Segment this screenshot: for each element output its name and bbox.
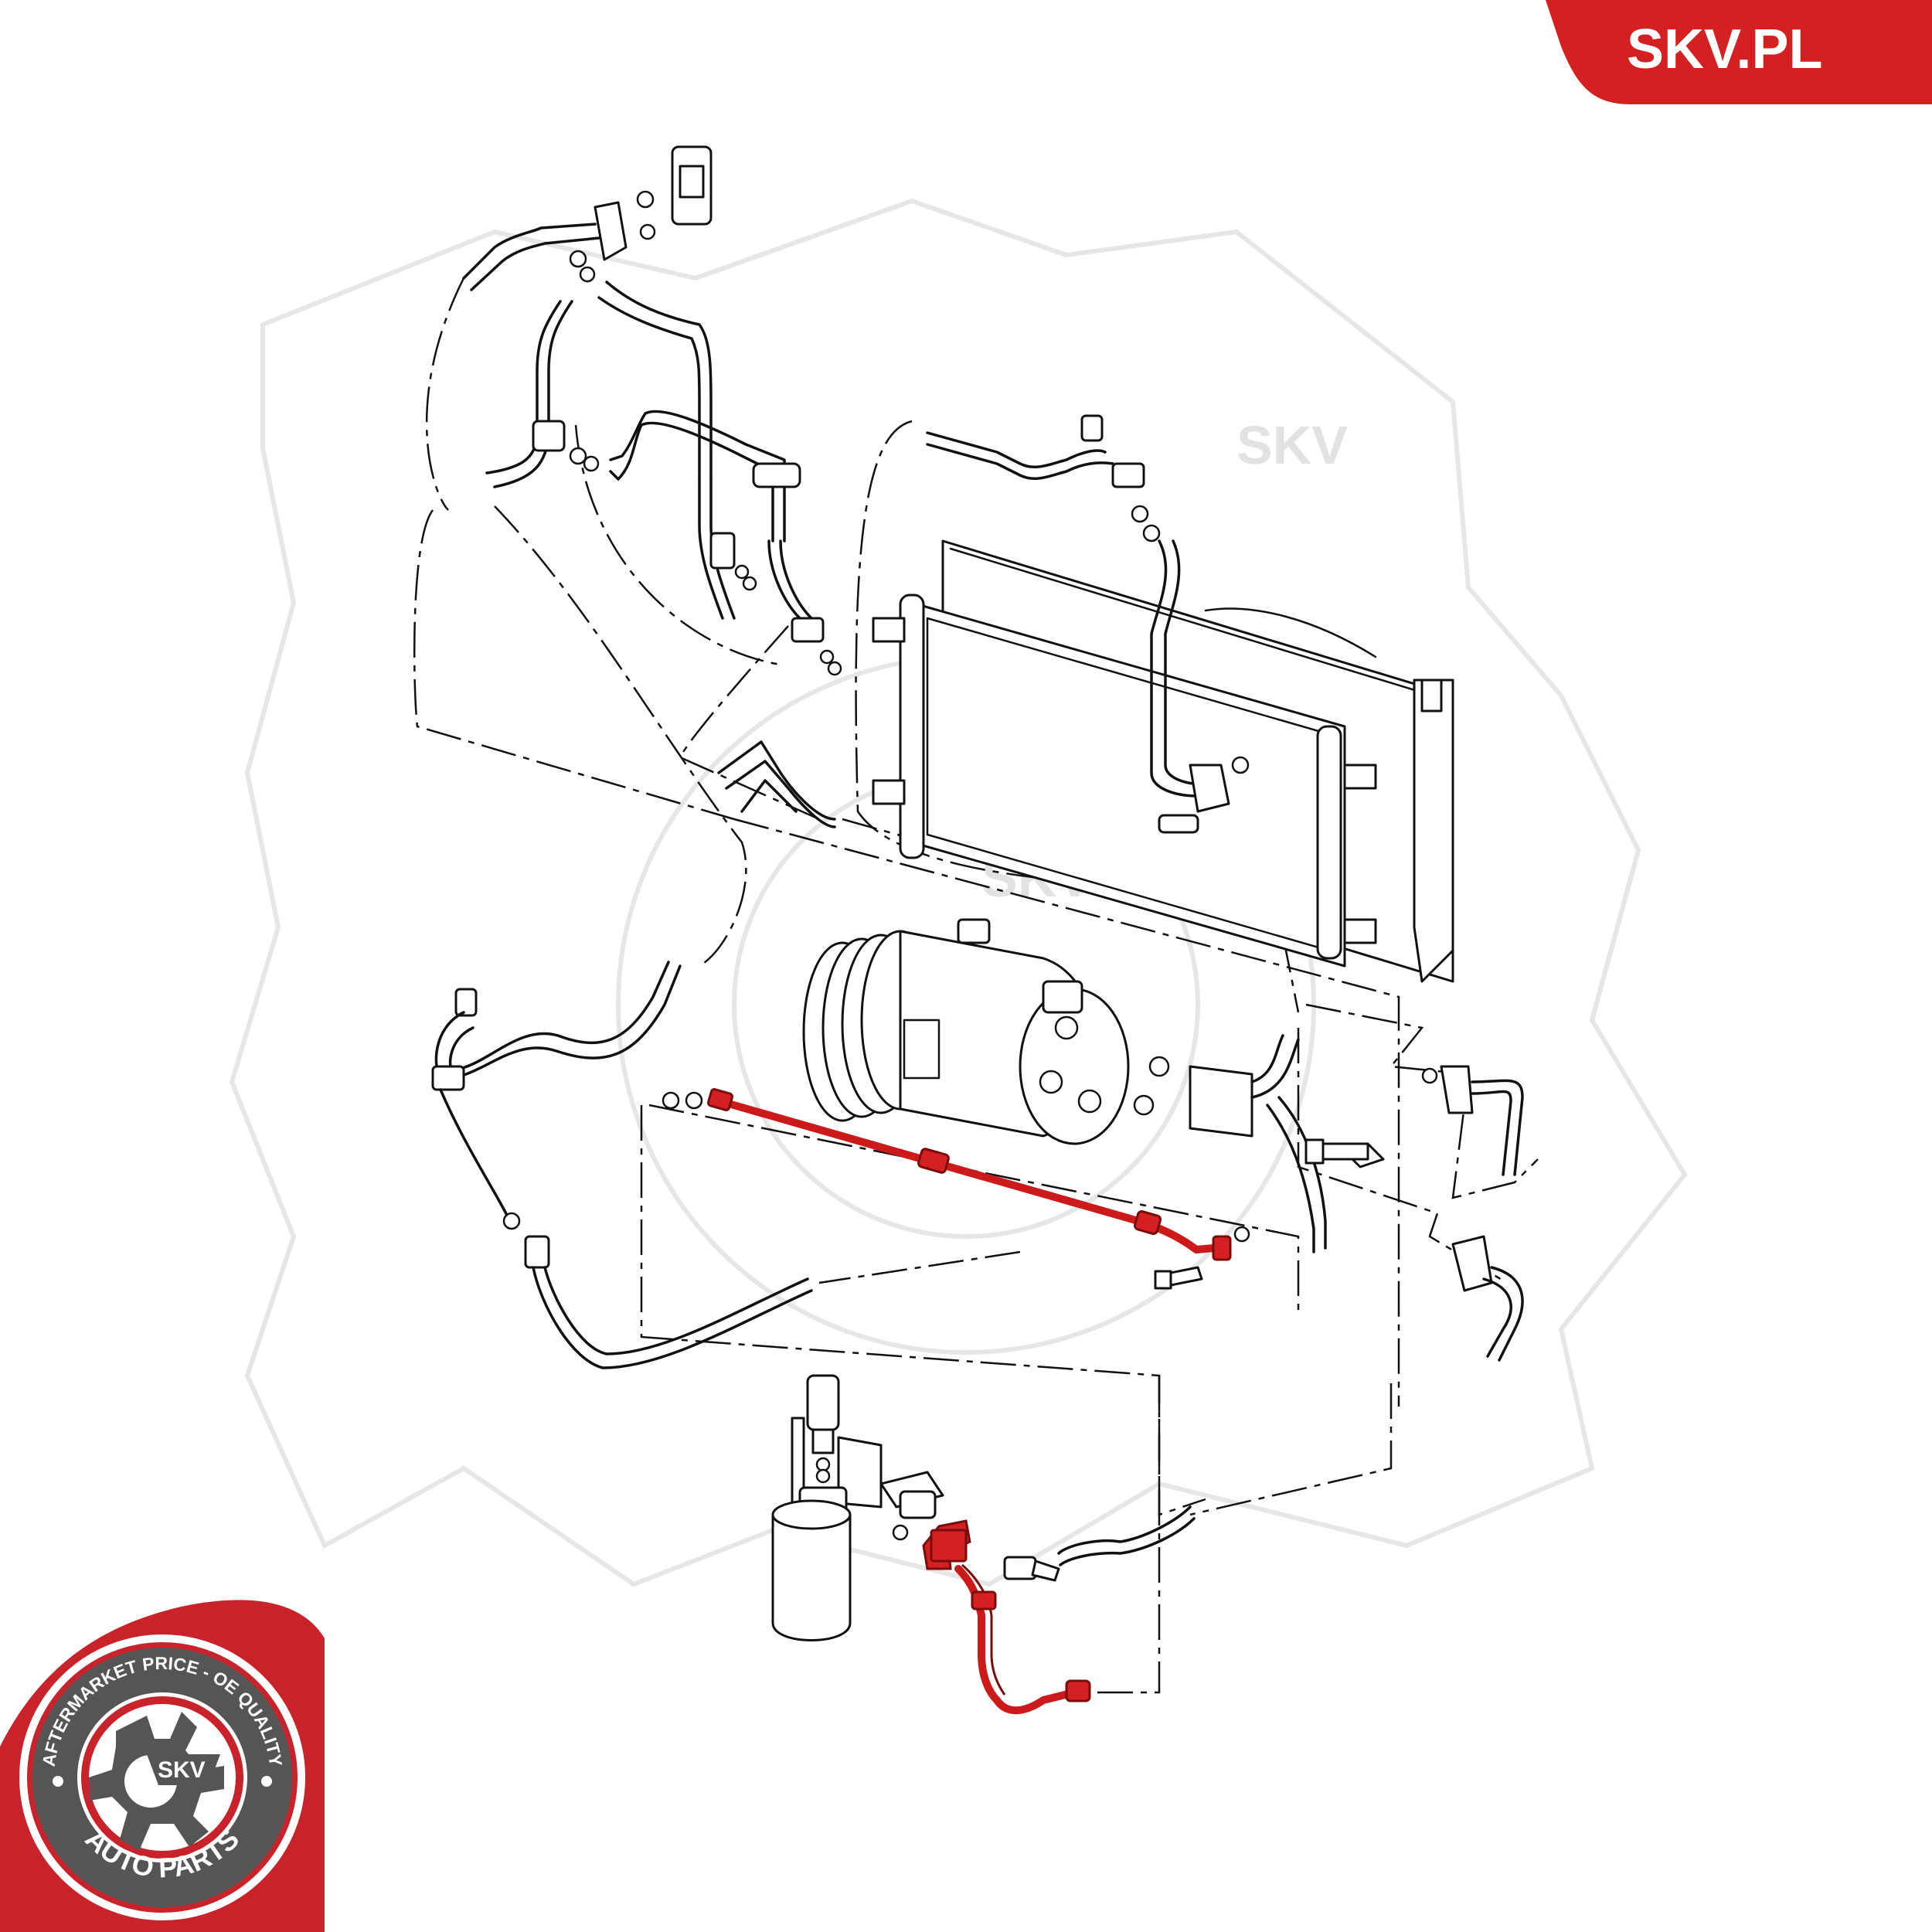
highlighted-hose-upper (662, 1088, 1250, 1290)
left-lower-hose (431, 961, 813, 1369)
condenser (872, 414, 1454, 983)
seal-center-text: SKV (158, 1757, 206, 1783)
compressor (802, 918, 1385, 1253)
receiver-drier (771, 1374, 944, 1641)
condenser-left-tank (899, 594, 925, 859)
skv-seal: SKV AFTERMARKET PRICE - OE QUALITY AUTO … (0, 1600, 325, 1932)
brand-site-text: SKV.PL (1627, 19, 1822, 80)
upper-hose-assembly (462, 145, 842, 828)
pressure-switch (806, 1374, 840, 1431)
watermark-text-1: SKV (1236, 415, 1348, 475)
brand-tab: SKV.PL (1546, 0, 1932, 104)
drier-canister (771, 1513, 852, 1641)
right-fittings (1304, 1065, 1524, 1362)
condenser-right-tank (1316, 725, 1342, 960)
highlighted-hose-lower (922, 1505, 1196, 1715)
background-watermark: SKV SKV (229, 198, 1688, 1587)
